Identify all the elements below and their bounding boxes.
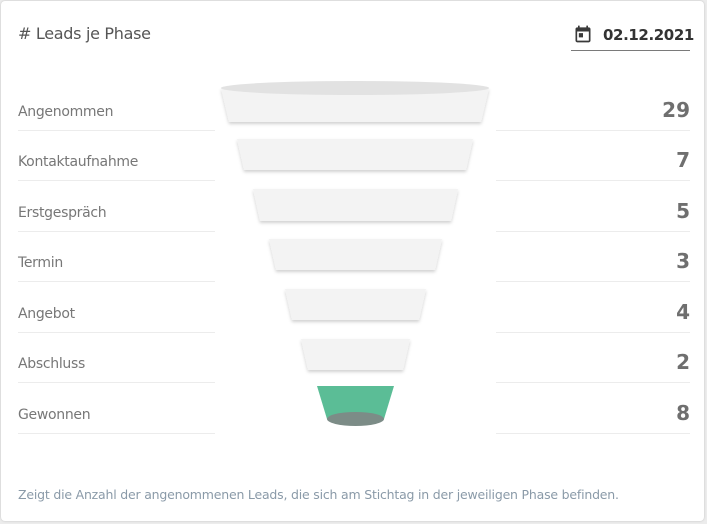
funnel-graphic — [221, 81, 489, 426]
funnel-segment-kontaktaufnahme — [237, 139, 473, 170]
phase-count-angebot: 4 — [496, 294, 690, 333]
funnel-segment-gewonnen — [317, 386, 394, 419]
phase-count-angenommen: 29 — [496, 92, 690, 131]
funnel-segment-erstgespraech — [253, 189, 458, 221]
phase-label-termin: Termin — [18, 243, 215, 282]
funnel-segment-angebot — [285, 289, 426, 320]
phase-label-angebot: Angebot — [18, 294, 215, 333]
funnel-bottom-ellipse — [327, 412, 384, 426]
date-value: 02.12.2021 — [603, 26, 694, 44]
phase-label-abschluss: Abschluss — [18, 344, 215, 383]
phase-label-gewonnen: Gewonnen — [18, 395, 215, 434]
calendar-icon[interactable] — [573, 24, 593, 44]
phase-label-kontaktaufnahme: Kontaktaufnahme — [18, 142, 215, 181]
phase-count-gewonnen: 8 — [496, 395, 690, 434]
date-picker[interactable]: 02.12.2021 — [571, 21, 694, 51]
phase-label-erstgespraech: Erstgespräch — [18, 193, 215, 232]
funnel-top-ellipse — [221, 81, 489, 95]
card-title: # Leads je Phase — [18, 24, 151, 43]
card-footer-note: Zeigt die Anzahl der angenommenen Leads,… — [18, 487, 619, 502]
funnel-segment-angenommen — [221, 88, 489, 122]
funnel-segment-termin — [269, 239, 442, 270]
phase-count-kontaktaufnahme: 7 — [496, 142, 690, 181]
funnel-segment-abschluss — [301, 339, 410, 370]
phase-count-abschluss: 2 — [496, 344, 690, 383]
phase-count-erstgespraech: 5 — [496, 193, 690, 232]
phase-count-termin: 3 — [496, 243, 690, 282]
phase-label-angenommen: Angenommen — [18, 92, 215, 131]
